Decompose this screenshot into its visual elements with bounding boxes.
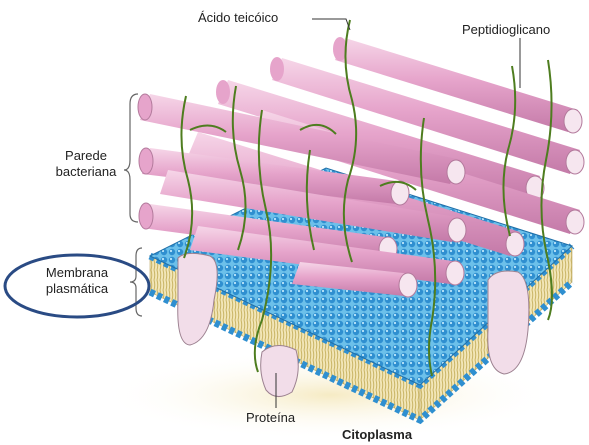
- teichoic-acid-label: Ácido teicóico: [198, 10, 278, 26]
- cell-wall-brace: [124, 94, 138, 222]
- cell-wall-label-line2: bacteriana: [46, 164, 126, 180]
- teichoic-acid-leader: [312, 19, 350, 30]
- cell-wall-label: Parede bacteriana: [46, 148, 126, 181]
- cytoplasm-label: Citoplasma: [342, 427, 412, 443]
- membrane-label-line1: Membrana: [27, 265, 127, 281]
- plasma-membrane-label: Membrana plasmática: [27, 265, 127, 298]
- protein-label: Proteína: [246, 410, 295, 426]
- membrane-protein-right: [488, 271, 529, 374]
- membrane-protein-center: [261, 345, 299, 396]
- cell-wall-label-line1: Parede: [46, 148, 126, 164]
- membrane-label-line2: plasmática: [27, 281, 127, 297]
- peptidoglycan-label: Peptidioglicano: [462, 22, 550, 38]
- membrane-protein-left: [178, 253, 217, 345]
